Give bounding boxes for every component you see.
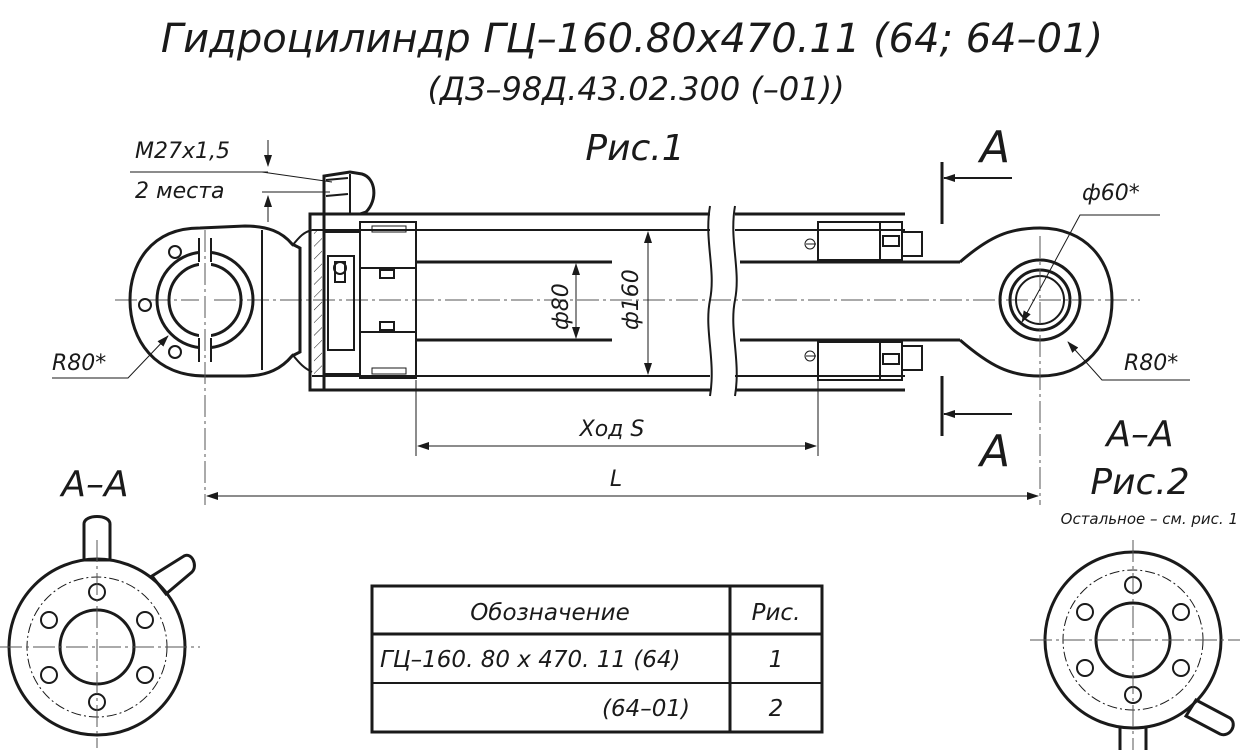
length-label: L — [610, 467, 622, 492]
rod-gland — [804, 221, 923, 381]
table-header-figure: Рис. — [752, 600, 801, 626]
port-count-label: 2 места — [135, 179, 225, 204]
rest-see-fig1-note: Остальное – см. рис. 1 — [1061, 510, 1238, 528]
figure-2-label: Рис.2 — [1090, 462, 1189, 503]
drawing-subtitle: (ДЗ–98Д.43.02.300 (–01)) — [427, 70, 844, 108]
section-label-left: А–А — [59, 464, 128, 505]
pin-diameter-leader — [1021, 214, 1160, 323]
stroke-label: Ход S — [579, 417, 645, 442]
section-letter-top: А — [977, 122, 1010, 173]
radius-left-leader — [52, 335, 169, 379]
rod-diameter-label: ф80 — [549, 283, 574, 330]
rod-external — [905, 260, 960, 342]
section-letter-bottom: А — [977, 426, 1010, 477]
designation-table — [370, 584, 824, 734]
section-cut-marks — [940, 162, 1012, 436]
radius-left-label: R80* — [52, 351, 106, 376]
table-header-designation: Обозначение — [470, 600, 630, 626]
rear-eye-mount — [128, 224, 313, 505]
drawing-title: Гидроцилиндр ГЦ–160.80х470.11 (64; 64–01… — [161, 16, 1103, 62]
section-view-right — [1030, 540, 1240, 750]
port-thread-leader — [130, 171, 333, 183]
table-row-1-designation: ГЦ–160. 80 х 470. 11 (64) — [380, 647, 681, 673]
table-row-2-figure: 2 — [769, 696, 784, 722]
bore-diameter-label: ф160 — [619, 269, 644, 330]
table-row-2-designation: (64–01) — [602, 696, 690, 722]
rod-edges-right — [740, 260, 905, 342]
section-view-left — [0, 515, 200, 748]
radius-right-leader — [1067, 341, 1190, 381]
port-thread-label: М27х1,5 — [135, 139, 230, 164]
hydraulic-port — [322, 170, 376, 216]
rod-eye-mount — [959, 226, 1114, 505]
figure-1-label: Рис.1 — [585, 128, 684, 169]
piston-assembly — [323, 221, 417, 379]
pin-diameter-label: ф60* — [1082, 181, 1140, 206]
radius-right-label: R80* — [1124, 351, 1178, 376]
table-row-1-figure: 1 — [769, 647, 784, 673]
cylinder-barrel — [308, 205, 905, 397]
section-label-right: А–А — [1104, 414, 1173, 455]
